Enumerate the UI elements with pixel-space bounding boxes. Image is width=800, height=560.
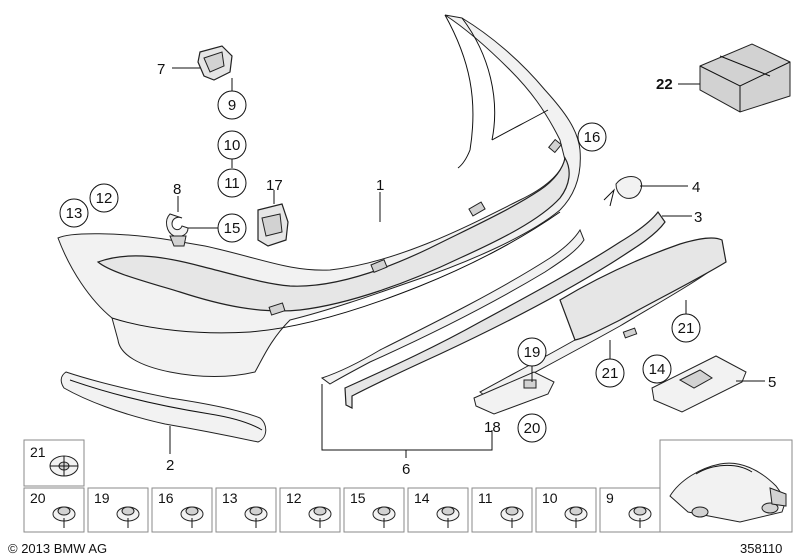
callout-11: 11: [224, 175, 240, 192]
grommet-icon: [49, 455, 79, 477]
callout-9: 9: [228, 97, 236, 114]
hardware-label-19: 19: [94, 490, 110, 506]
bracket-5-part: [651, 355, 747, 413]
callout-21a: 21: [678, 320, 695, 337]
copyright-text: © 2013 BMW AG: [8, 541, 107, 556]
callout-14: 14: [649, 361, 666, 378]
diagram-number: 358110: [740, 541, 782, 556]
callout-3: 3: [694, 209, 702, 226]
callout-4: 4: [692, 179, 700, 196]
hardware-item-15: 15: [343, 487, 405, 533]
trim-strip-part: [60, 371, 267, 443]
hardware-label-9: 9: [606, 490, 614, 506]
hardware-label-10: 10: [542, 490, 558, 506]
bracket-18-part: [473, 371, 555, 415]
hardware-item-13: 13: [215, 487, 277, 533]
hardware-item-20: 20: [23, 487, 85, 533]
callout-19: 19: [524, 344, 541, 361]
clip-8-part: [166, 213, 189, 247]
car-thumbnail: [659, 439, 793, 533]
hardware-label-11: 11: [478, 490, 493, 506]
callout-6: 6: [402, 461, 410, 478]
callout-18: 18: [484, 419, 501, 436]
callout-21b: 21: [602, 365, 619, 382]
callout-12: 12: [96, 190, 113, 207]
callout-15: 15: [224, 220, 241, 237]
bracket-7-part: [197, 45, 233, 81]
callout-16: 16: [584, 129, 601, 146]
hardware-top-label: 21: [30, 444, 46, 460]
hardware-label-14: 14: [414, 490, 430, 506]
hardware-label-16: 16: [158, 490, 174, 506]
callout-1: 1: [376, 177, 384, 194]
callout-10: 10: [224, 137, 241, 154]
callout-20: 20: [524, 420, 541, 437]
kit-22-box: [699, 43, 791, 113]
cover-4-part: [603, 176, 643, 207]
hardware-item-10: 10: [535, 487, 597, 533]
hardware-grid: 21 20 19 16 13 12 15 14 11 10 9: [23, 439, 661, 533]
hardware-label-13: 13: [222, 490, 238, 506]
bracket-17-part: [257, 203, 289, 247]
callout-17: 17: [266, 177, 283, 194]
callout-5: 5: [768, 374, 776, 391]
callout-8: 8: [173, 181, 181, 198]
rear-bumper-panel: [57, 14, 581, 377]
callout-2: 2: [166, 457, 174, 474]
hardware-item-16: 16: [151, 487, 213, 533]
leader-lines: [169, 67, 765, 458]
hardware-label-20: 20: [30, 490, 46, 506]
hardware-item-14: 14: [407, 487, 469, 533]
hardware-label-15: 15: [350, 490, 366, 506]
hardware-item-11: 11: [471, 487, 533, 533]
callout-13: 13: [66, 205, 83, 222]
hardware-item-12: 12: [279, 487, 341, 533]
callout-7: 7: [157, 61, 165, 78]
callout-labels: 1 2 3 4 5 6 7 8 17 18 22 9 10 11 12 13 1…: [59, 61, 776, 478]
hardware-label-12: 12: [286, 490, 302, 506]
hardware-item-19: 19: [87, 487, 149, 533]
callout-22: 22: [656, 76, 673, 93]
hardware-item-9: 9: [599, 487, 661, 533]
